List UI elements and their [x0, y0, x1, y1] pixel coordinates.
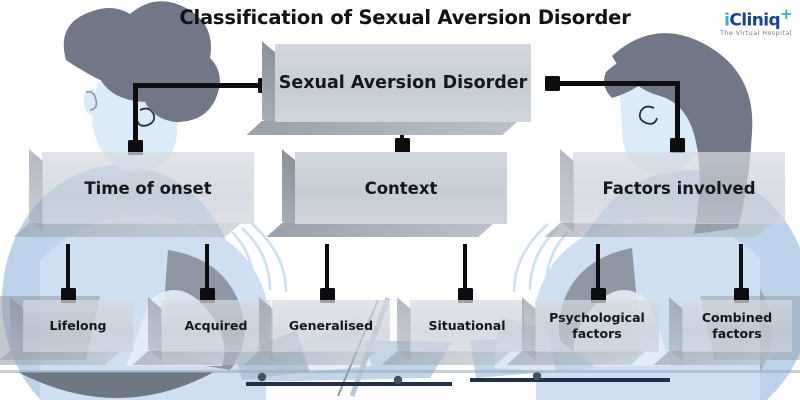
box-bottom-shade	[544, 223, 772, 237]
connector-node-acquired	[200, 288, 215, 303]
connector-node-lifelong	[61, 288, 76, 303]
node-context[interactable]: Context	[266, 149, 507, 237]
node-label: Context	[295, 152, 507, 224]
node-psychological-factors[interactable]: Psychological factors	[506, 297, 659, 365]
node-label-line2: factors	[712, 326, 762, 341]
node-label: Sexual Aversion Disorder	[275, 44, 531, 122]
node-combined-factors[interactable]: Combined factors	[653, 297, 792, 365]
box-bottom-shade	[381, 351, 511, 365]
plus-icon: +	[780, 5, 793, 23]
iclinic-logo[interactable]: iCliniq+ The Virtual Hospital	[696, 6, 793, 37]
connector-v-psychological	[596, 244, 600, 296]
connector-v-combined	[739, 244, 743, 296]
node-label: Factors involved	[573, 152, 785, 224]
box-bottom-shade	[13, 223, 241, 237]
connector-node-combined	[734, 288, 749, 303]
node-label-multiline: Psychological factors	[535, 300, 659, 352]
box-bottom-shade	[132, 351, 258, 365]
node-label-line1: Combined	[701, 310, 773, 325]
connector-v-generalised	[325, 244, 329, 296]
box-side-shade	[262, 41, 276, 131]
page-title: Classification of Sexual Aversion Disord…	[179, 6, 631, 29]
node-time-of-onset[interactable]: Time of onset	[13, 149, 254, 237]
connector-h-root-left	[133, 83, 263, 88]
node-generalised[interactable]: Generalised	[243, 297, 390, 365]
node-label-multiline: Combined factors	[682, 300, 792, 352]
box-side-shade	[282, 149, 296, 233]
logo-letters-rest: Cliniq	[729, 10, 781, 31]
node-label-line1: Psychological	[549, 310, 645, 325]
box-bottom-shade	[0, 351, 121, 365]
logo-tagline: The Virtual Hospital	[720, 29, 792, 37]
box-bottom-shade	[506, 351, 646, 365]
connector-v-root-left	[133, 83, 138, 145]
node-label-line2: factors	[572, 326, 622, 341]
connector-v-lifelong	[66, 244, 70, 296]
connector-node-situational	[458, 288, 473, 303]
node-label: Lifelong	[23, 300, 133, 352]
connector-node-psychological	[591, 288, 606, 303]
box-side-shade	[560, 149, 574, 233]
box-bottom-shade	[653, 351, 779, 365]
logo-wordmark: iCliniq+	[696, 6, 792, 30]
connector-v-situational	[463, 244, 467, 296]
node-situational[interactable]: Situational	[381, 297, 524, 365]
node-label: Generalised	[272, 300, 390, 352]
logo-letter-i: i	[724, 10, 730, 31]
node-label: Time of onset	[42, 152, 254, 224]
connector-node-middle-branch	[395, 138, 410, 153]
connector-node-left-branch	[128, 140, 143, 155]
box-side-shade	[29, 149, 43, 233]
box-bottom-shade	[266, 223, 494, 237]
connector-v-root-middle	[400, 124, 404, 148]
node-label: Situational	[410, 300, 524, 352]
connector-v-root-right	[675, 81, 680, 143]
connector-node-generalised	[320, 288, 335, 303]
connector-v-acquired	[205, 244, 209, 296]
connector-node-right-branch	[670, 138, 685, 153]
node-label: Acquired	[161, 300, 271, 352]
node-lifelong[interactable]: Lifelong	[0, 297, 133, 365]
node-sexual-aversion-disorder[interactable]: Sexual Aversion Disorder	[246, 41, 531, 135]
box-bottom-shade	[246, 121, 519, 135]
connector-h-root-right	[552, 81, 680, 86]
box-bottom-shade	[243, 351, 377, 365]
node-factors-involved[interactable]: Factors involved	[544, 149, 785, 237]
node-acquired[interactable]: Acquired	[132, 297, 271, 365]
